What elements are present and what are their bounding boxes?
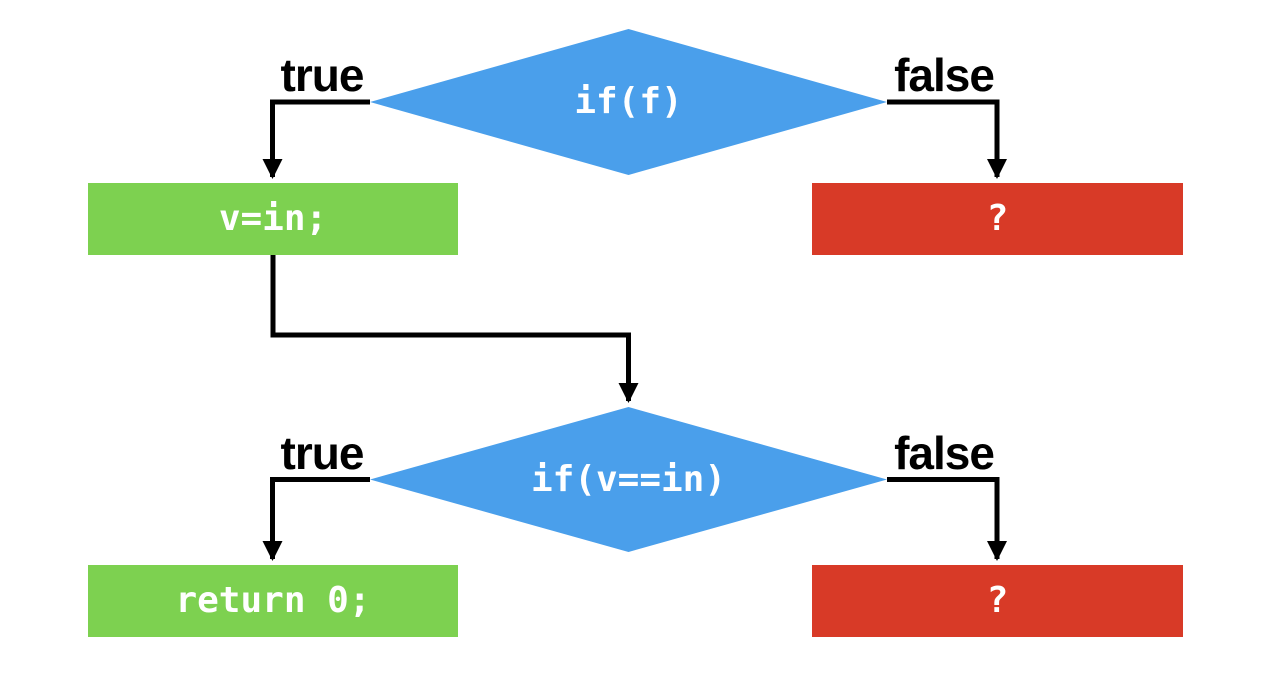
edge-label-true-1: true <box>280 49 365 101</box>
arrow-false1-to-unknown1 <box>887 99 1007 179</box>
unknown-node-2: ? <box>812 565 1183 637</box>
edge-label-true-2: true <box>280 427 365 479</box>
action-node-return-0-label: return 0; <box>175 580 371 621</box>
unknown-node-1-label: ? <box>986 198 1009 239</box>
arrow-true1-to-action1 <box>262 99 370 179</box>
arrow-true2-to-action2 <box>262 477 370 561</box>
decision-node-if-v-eq-in-label: if(v==in) <box>530 458 727 500</box>
decision-node-if-f: if(f) <box>370 29 887 175</box>
edge-label-false-1: false <box>894 49 995 101</box>
arrow-false2-to-unknown2 <box>887 477 1007 561</box>
decision-node-if-v-eq-in: if(v==in) <box>370 407 887 552</box>
arrow-action1-to-decision2 <box>270 255 639 403</box>
action-node-v-assign-label: v=in; <box>218 198 328 239</box>
unknown-node-2-label: ? <box>986 580 1009 621</box>
unknown-node-1: ? <box>812 183 1183 255</box>
action-node-return-0: return 0; <box>88 565 458 637</box>
decision-node-if-f-label: if(f) <box>574 81 683 122</box>
edge-label-false-2: false <box>894 427 995 479</box>
action-node-v-assign: v=in; <box>88 183 458 255</box>
